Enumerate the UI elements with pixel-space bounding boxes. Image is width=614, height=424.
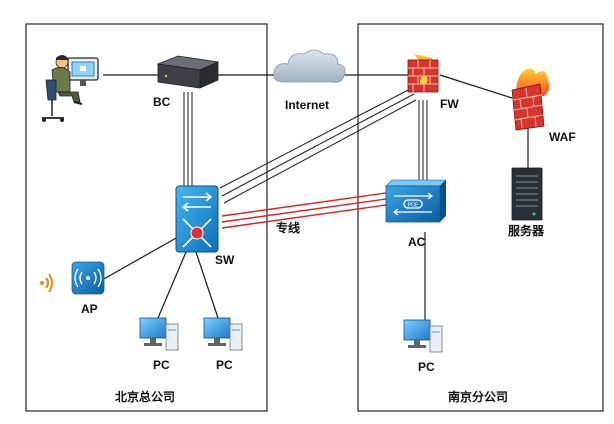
pc-right-icon (203, 317, 243, 351)
ap-label: AP (81, 302, 98, 316)
svg-text:POE: POE (408, 203, 419, 209)
bc-router-icon (156, 55, 220, 89)
link-sw-pc-left (157, 251, 187, 319)
server-label: 服务器 (508, 224, 545, 238)
ac-controller-icon: POE (385, 179, 447, 223)
ap-access-point-icon (71, 261, 105, 295)
link-sw-fw-a (219, 87, 413, 189)
link-sw-pc-right (195, 251, 219, 319)
waf-label: WAF (549, 130, 576, 144)
fw-firewall-icon (407, 54, 439, 93)
waf-firewall-icon (511, 68, 550, 131)
pc-right-label: PC (216, 358, 233, 372)
beijing-region-title: 北京总公司 (115, 390, 176, 404)
beijing-region-box (25, 23, 268, 412)
link-sw-fw-b (221, 93, 415, 197)
internet-label: Internet (285, 98, 330, 112)
nanjing-region-box (357, 23, 604, 412)
ac-label: AC (408, 235, 426, 249)
server-icon (511, 167, 543, 221)
sw-label: SW (215, 253, 235, 267)
user-workstation-icon (42, 55, 99, 122)
wifi-signal-icon (40, 273, 53, 293)
dedicated-line-label: 专线 (276, 221, 301, 235)
fw-label: FW (440, 97, 459, 111)
connections (101, 74, 529, 320)
pc-left-icon (139, 317, 179, 351)
pc-nanjing-label: PC (418, 360, 435, 374)
internet-cloud-icon (273, 49, 346, 83)
sw-core-switch-icon (175, 185, 219, 253)
pc-nanjing-icon (403, 319, 443, 353)
link-sw-ap (101, 236, 179, 281)
bc-label: BC (153, 95, 171, 109)
nanjing-region-title: 南京分公司 (448, 390, 509, 404)
link-sw-fw-c (223, 99, 417, 204)
pc-left-label: PC (153, 358, 170, 372)
dedicated-line (221, 192, 387, 229)
link-fw-waf (439, 74, 513, 99)
